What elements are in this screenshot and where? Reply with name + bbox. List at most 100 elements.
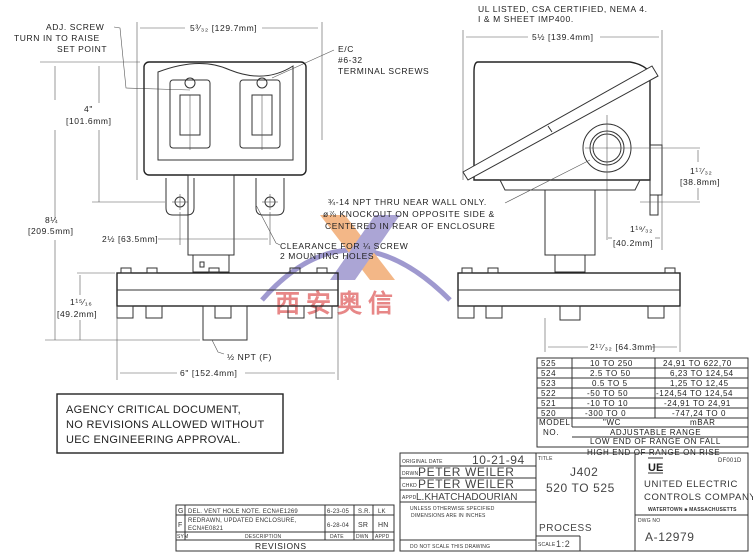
no-scale-note: DO NOT SCALE THIS DRAWING [410, 544, 490, 550]
wc-range-cell: -300 TO 0 [585, 409, 626, 418]
agency-note-box: AGENCY CRITICAL DOCUMENT, NO REVISIONS A… [56, 393, 284, 454]
approved-by: L.KHATCHADOURIAN [416, 492, 518, 503]
rev-header-sym: SYM [177, 534, 188, 540]
original-date: 10-21-94 [472, 453, 525, 467]
revisions-block: G DEL. VENT HOLE NOTE. ECN#E1269 6-23-05… [175, 504, 395, 552]
mbar-range-cell: 6,23 TO 124,54 [670, 369, 734, 378]
depth-dim: 2¹⁷⁄₃₂ [64.3mm] [590, 342, 656, 352]
rev-description-2: ECN#E0821 [188, 526, 224, 532]
title-block: ORIGINAL DATE 10-21-94 DRWN PETER WEILER… [399, 452, 753, 552]
drawn-by: PETER WEILER [418, 465, 515, 479]
dwg-no-label: DWG NO [638, 518, 660, 524]
mbar-range-cell: 24,91 TO 622,70 [663, 359, 732, 368]
drwn-label: DRWN [402, 471, 418, 477]
appd-label: APPD [402, 495, 417, 501]
range-table: 525 10 TO 250 24,91 TO 622,70 524 2.5 TO… [536, 357, 749, 457]
model-cell: 521 [541, 399, 556, 408]
flange-height-mm: [49.2mm] [57, 309, 97, 319]
wc-range-cell: 10 TO 250 [590, 359, 633, 368]
chkd-label: CHKD [402, 483, 417, 489]
height-total-dim: 8¼ [45, 215, 58, 225]
revisions-title: REVISIONS [255, 541, 307, 551]
terminal-note-1: E/C [338, 44, 354, 54]
rev-date: 6-23-05 [327, 509, 350, 515]
mbar-range-cell: -24,91 TO 24,91 [664, 399, 731, 408]
port-note: ½ NPT (F) [227, 352, 272, 362]
model-cell: 520 [541, 409, 556, 418]
adj-screw-note-2: TURN IN TO RAISE [14, 33, 100, 43]
side-view: UL LISTED, CSA CERTIFIED, NEMA 4. I & M … [323, 4, 720, 352]
wc-range-cell: 2.5 TO 50 [590, 369, 631, 378]
rev-appd: LK [378, 509, 386, 515]
rev-sym: F [178, 522, 182, 529]
uec-logo-text: UE [648, 462, 663, 474]
listing-note-1: UL LISTED, CSA CERTIFIED, NEMA 4. [478, 4, 648, 14]
wc-range-cell: -50 TO 50 [587, 389, 628, 398]
company-name-2: CONTROLS COMPANY [644, 492, 753, 503]
conduit-offset-dim: 1¹⁹⁄₃₂ [630, 224, 653, 234]
scale-label: SCALE [538, 542, 556, 548]
mbar-range-cell: -124,54 TO 124,54 [656, 389, 733, 398]
rev-appd: HN [378, 522, 389, 529]
wc-range-cell: 0.5 TO 5 [592, 379, 628, 388]
rev-header-dwn: DWN [356, 534, 369, 540]
rev-dwn: SR [358, 522, 368, 529]
doc-code: DF001D [718, 458, 742, 464]
conduit-height-mm: [38.8mm] [680, 177, 720, 187]
front-view: 5³⁄₃₂ [129.7mm] ADJ. SCREW TURN IN TO RA… [14, 22, 429, 380]
scale-value: 1:2 [556, 539, 570, 549]
conduit-height-dim: 1¹⁷⁄₃₂ [690, 166, 712, 176]
agency-note-1: AGENCY CRITICAL DOCUMENT, [66, 404, 241, 416]
mount-spacing-dim: 2½ [63.5mm] [102, 234, 158, 244]
model-no-label: NO. [543, 428, 559, 437]
rev-header-appd: APPD [375, 534, 390, 540]
drawing-title-1: J402 [570, 465, 598, 479]
uec-logo: UE [648, 457, 663, 474]
watermark-logo: 西安奥信 [260, 215, 452, 318]
flange-height-dim: 1¹⁵⁄₁₆ [70, 297, 92, 307]
model-label: MODEL [539, 418, 570, 427]
drawing-title-2: 520 TO 525 [546, 481, 615, 495]
clearance-note-2: 2 MOUNTING HOLES [280, 251, 374, 261]
rev-description: DEL. VENT HOLE NOTE. ECN#E1269 [188, 509, 298, 515]
unit-wc: "WC [603, 418, 621, 427]
model-cell: 522 [541, 389, 556, 398]
agency-note-2: NO REVISIONS ALLOWED WITHOUT [66, 419, 264, 431]
conduit-note-1: ¾-14 NPT THRU NEAR WALL ONLY. [328, 197, 487, 207]
front-width-dim: 5³⁄₃₂ [129.7mm] [190, 23, 257, 33]
process-label: PROCESS [539, 523, 592, 534]
flange-width-dim: 6" [152.4mm] [180, 368, 237, 378]
rev-header-description: DESCRIPTION [245, 534, 282, 540]
terminal-note-2: #6-32 [338, 55, 363, 65]
rev-date: 6-28-04 [327, 523, 350, 529]
rev-sym: G [178, 508, 184, 515]
side-width-dim: 5½ [139.4mm] [532, 32, 594, 42]
title-label: TITLE [538, 456, 553, 462]
rev-description: REDRAWN, UPDATED ENCLOSURE, [188, 518, 297, 524]
wc-range-cell: -10 TO 10 [587, 399, 628, 408]
drawing-number: A-12979 [645, 530, 695, 544]
unit-mbar: mBAR [690, 418, 716, 427]
terminal-note-3: TERMINAL SCREWS [338, 66, 429, 76]
adjustable-range-label: ADJUSTABLE RANGE [610, 428, 701, 437]
dimensions-note-2: DIMENSIONS ARE IN INCHES [411, 513, 486, 519]
range-note-fall: LOW END OF RANGE ON FALL [590, 437, 721, 446]
conduit-offset-mm: [40.2mm] [613, 238, 653, 248]
original-date-label: ORIGINAL DATE [402, 459, 443, 465]
adj-screw-note-1: ADJ. SCREW [46, 22, 104, 32]
model-cell: 525 [541, 359, 556, 368]
rev-header-date: DATE [330, 534, 344, 540]
agency-note-3: UEC ENGINEERING APPROVAL. [66, 434, 241, 446]
conduit-note-3: CENTERED IN REAR OF ENCLOSURE [325, 221, 495, 231]
clearance-note-1: CLEARANCE FOR ¼ SCREW [280, 241, 408, 251]
rev-dwn: S.R. [358, 509, 371, 515]
dimensions-note-1: UNLESS OTHERWISE SPECIFIED [410, 506, 495, 512]
conduit-note-2: ø⅞ KNOCKOUT ON OPPOSITE SIDE & [323, 209, 495, 219]
watermark-text: 西安奥信 [275, 289, 399, 318]
mbar-range-cell: -747,24 TO 0 [672, 409, 726, 418]
height-4-dim: 4" [84, 104, 93, 114]
adj-screw-note-3: SET POINT [57, 44, 107, 54]
company-name-1: UNITED ELECTRIC [644, 479, 738, 490]
